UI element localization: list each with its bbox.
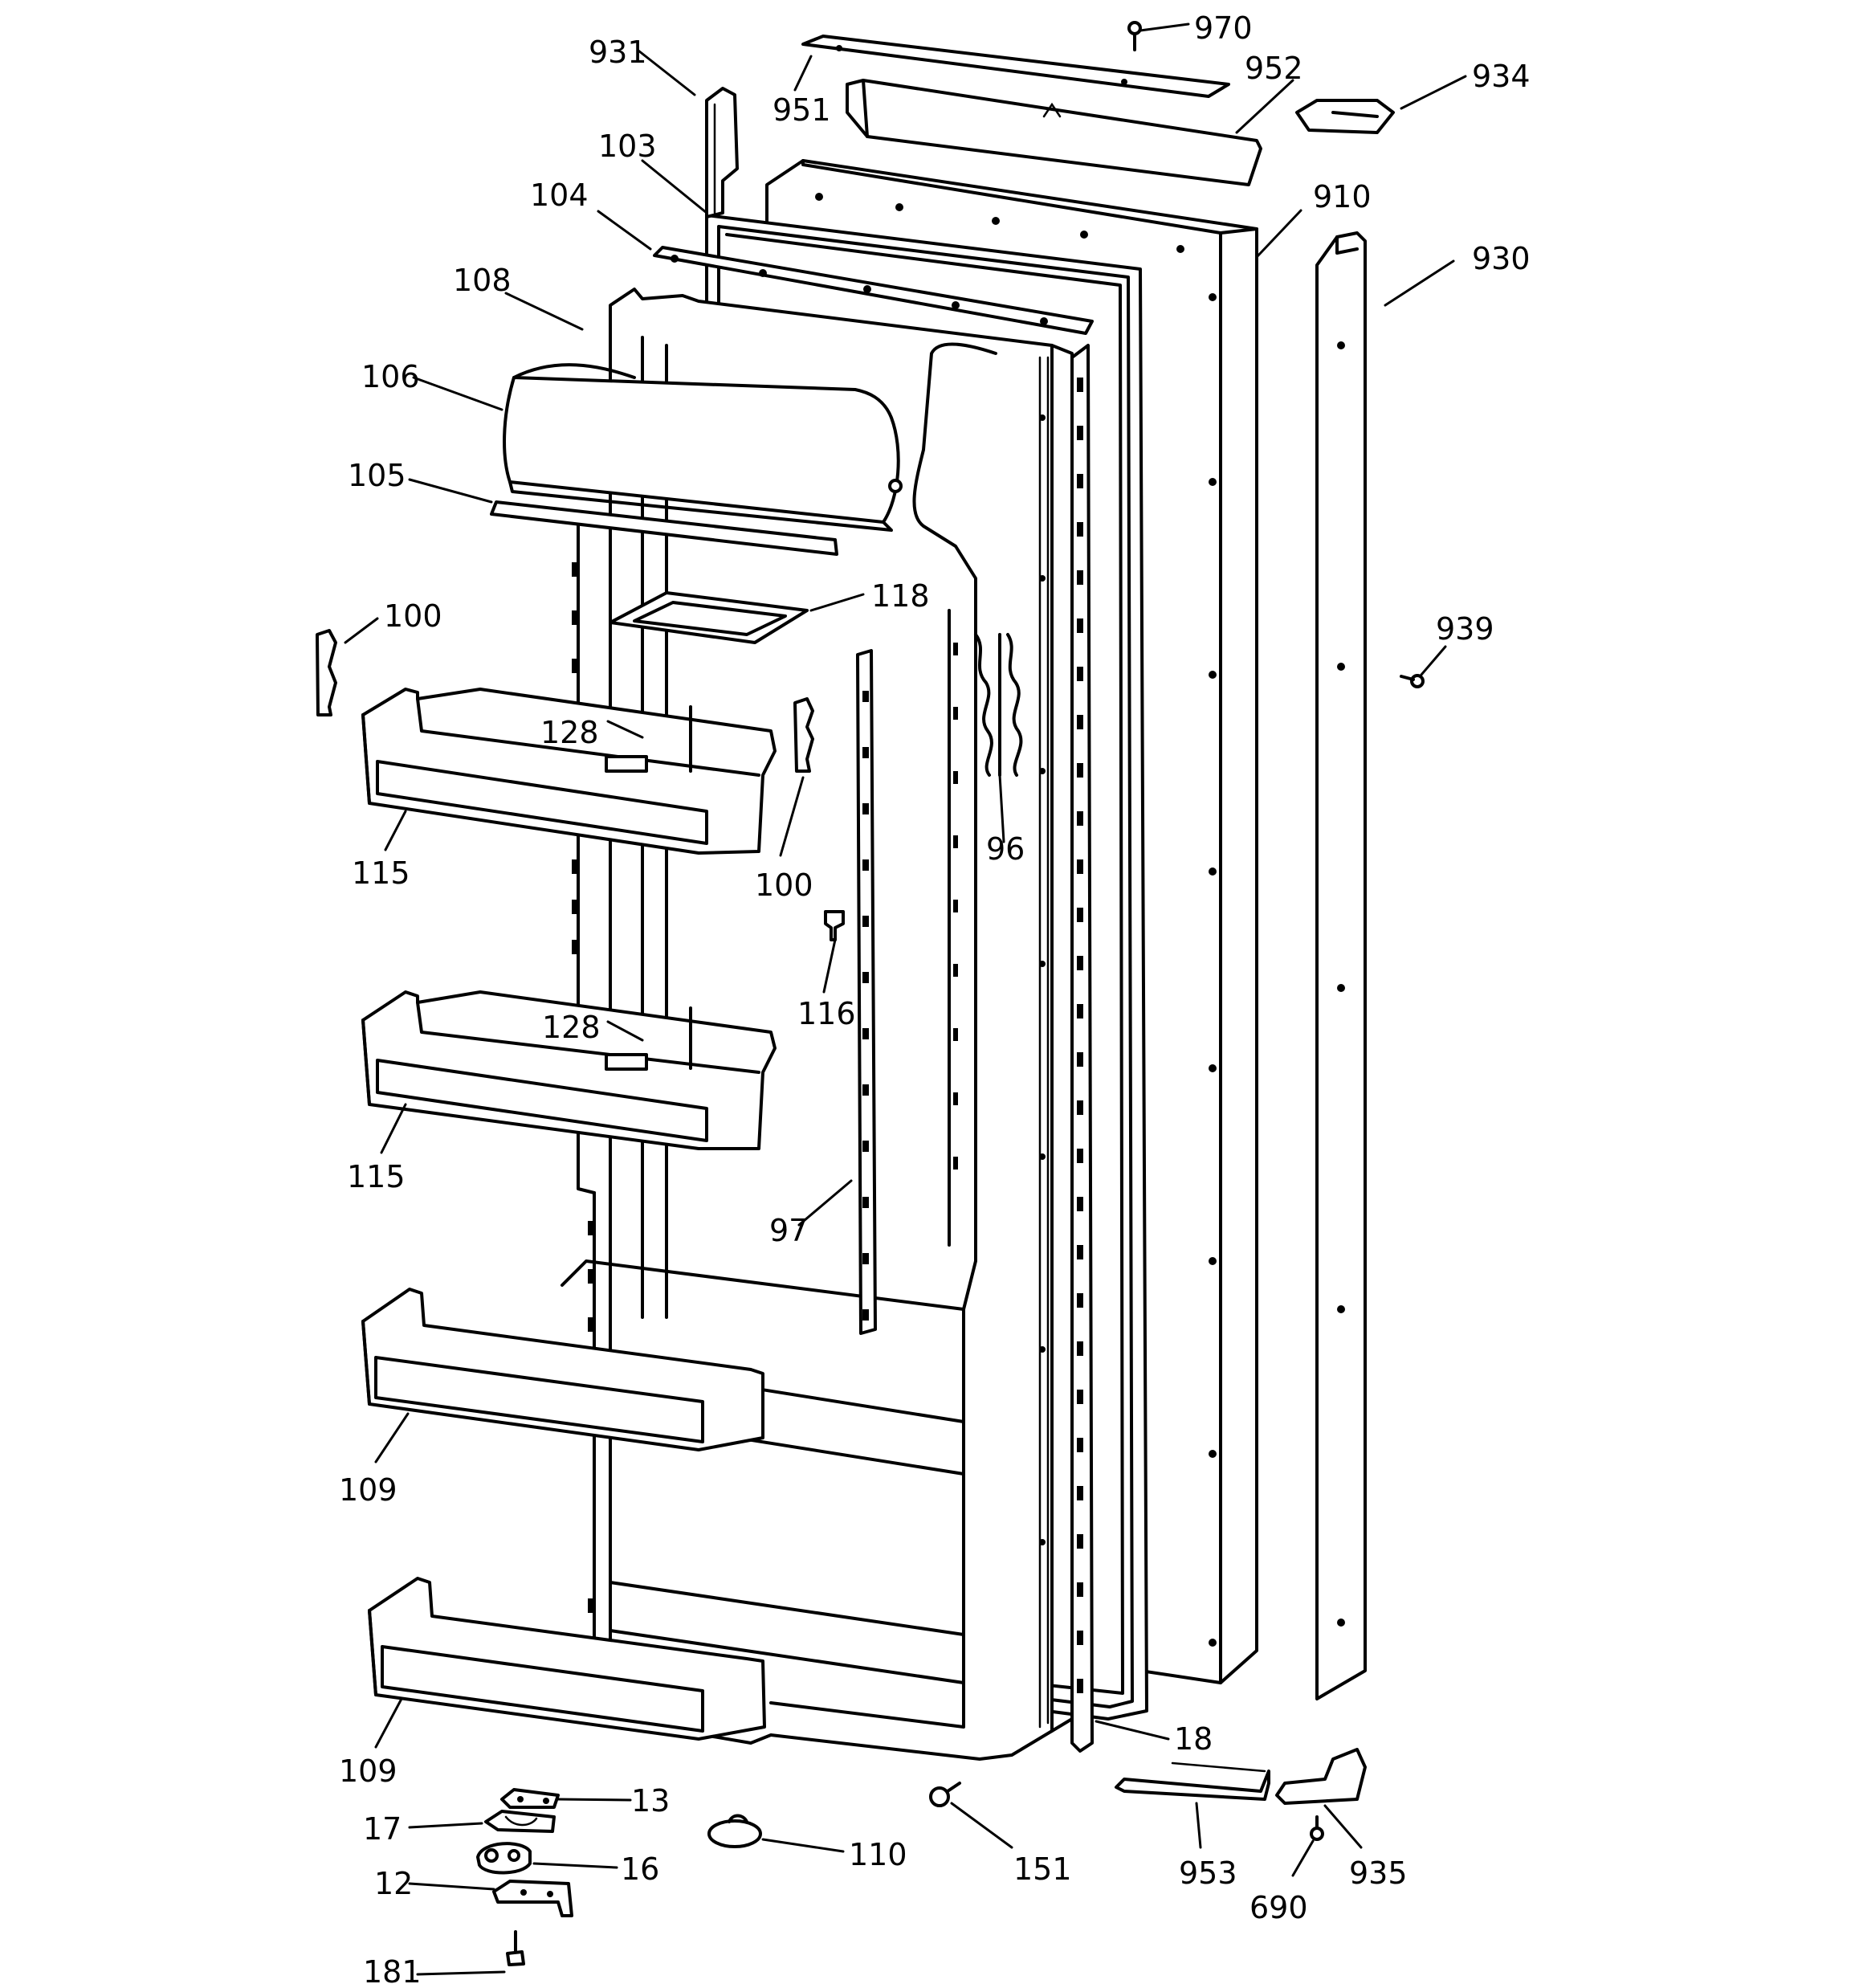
callout-951: 951 [773, 92, 831, 128]
callout-934: 934 [1472, 59, 1531, 94]
door-bin-115-lower [361, 990, 777, 1150]
callout-115-lower: 115 [347, 1159, 406, 1194]
callout-103: 103 [598, 129, 657, 164]
callout-931: 931 [589, 35, 647, 70]
screw-181 [506, 1930, 525, 1966]
callout-110: 110 [849, 1837, 907, 1872]
handle-trim-930 [1315, 231, 1367, 1700]
callout-952: 952 [1245, 51, 1303, 86]
callout-151: 151 [1013, 1851, 1072, 1887]
door-bin-109-lower [368, 1577, 766, 1741]
callout-97: 97 [769, 1213, 808, 1248]
callout-16: 16 [621, 1851, 659, 1887]
callout-910: 910 [1313, 179, 1372, 214]
bottom-cap-953 [1115, 1761, 1270, 1801]
shim-17 [484, 1810, 556, 1833]
callout-100-left: 100 [384, 598, 442, 634]
leader-lines [344, 22, 1467, 1976]
callout-labels: 931 951 970 952 934 103 104 910 930 108 … [339, 10, 1531, 1988]
door-bin-115-upper [361, 688, 777, 855]
callout-953: 953 [1179, 1855, 1237, 1891]
callout-128-lower: 128 [542, 1010, 601, 1045]
screw-939 [1400, 674, 1425, 688]
callout-13: 13 [631, 1783, 670, 1819]
bracket-13 [500, 1788, 560, 1809]
tray-118 [609, 591, 809, 644]
callout-108: 108 [453, 263, 512, 298]
trim-931 [705, 87, 739, 218]
callout-100-right: 100 [755, 867, 813, 903]
top-cap-951 [801, 35, 1230, 98]
hinge-cap-934 [1295, 99, 1395, 134]
callout-106: 106 [361, 359, 420, 394]
screw-690 [1310, 1815, 1324, 1841]
callout-18: 18 [1174, 1721, 1213, 1757]
rail-insert-96 [974, 633, 1023, 777]
callout-109-lower: 109 [339, 1753, 397, 1789]
callout-181: 181 [363, 1954, 422, 1988]
gasket-strip-18 [1070, 344, 1094, 1753]
dairy-compartment-106 [503, 363, 903, 532]
top-channel-952 [846, 79, 1262, 186]
callout-939: 939 [1436, 611, 1494, 647]
shelf-support-100-right [793, 697, 814, 773]
callout-17: 17 [363, 1811, 402, 1847]
callout-930: 930 [1472, 241, 1531, 276]
callout-96: 96 [986, 831, 1025, 867]
screw-970 [1127, 21, 1142, 51]
callout-115-upper: 115 [352, 855, 410, 891]
callout-970: 970 [1194, 10, 1253, 46]
callout-128-upper: 128 [540, 715, 599, 750]
callout-935: 935 [1349, 1855, 1408, 1891]
callout-116: 116 [797, 996, 856, 1031]
callout-118: 118 [871, 578, 930, 614]
callout-12: 12 [374, 1866, 413, 1901]
hinge-rail-97 [856, 649, 877, 1335]
shelf-support-100-left [316, 629, 337, 716]
plug-110 [707, 1814, 762, 1848]
callout-690: 690 [1249, 1890, 1308, 1925]
callout-105: 105 [348, 458, 406, 493]
callout-109-upper: 109 [339, 1472, 397, 1508]
top-strip-104 [653, 246, 1094, 335]
screw-151 [929, 1782, 961, 1807]
dairy-rail-105 [490, 500, 838, 556]
callout-104: 104 [530, 178, 589, 213]
door-bin-109-upper [361, 1288, 764, 1451]
hinge-cap-935 [1275, 1748, 1367, 1805]
bracket-12 [492, 1880, 573, 1917]
cam-16 [476, 1842, 532, 1875]
